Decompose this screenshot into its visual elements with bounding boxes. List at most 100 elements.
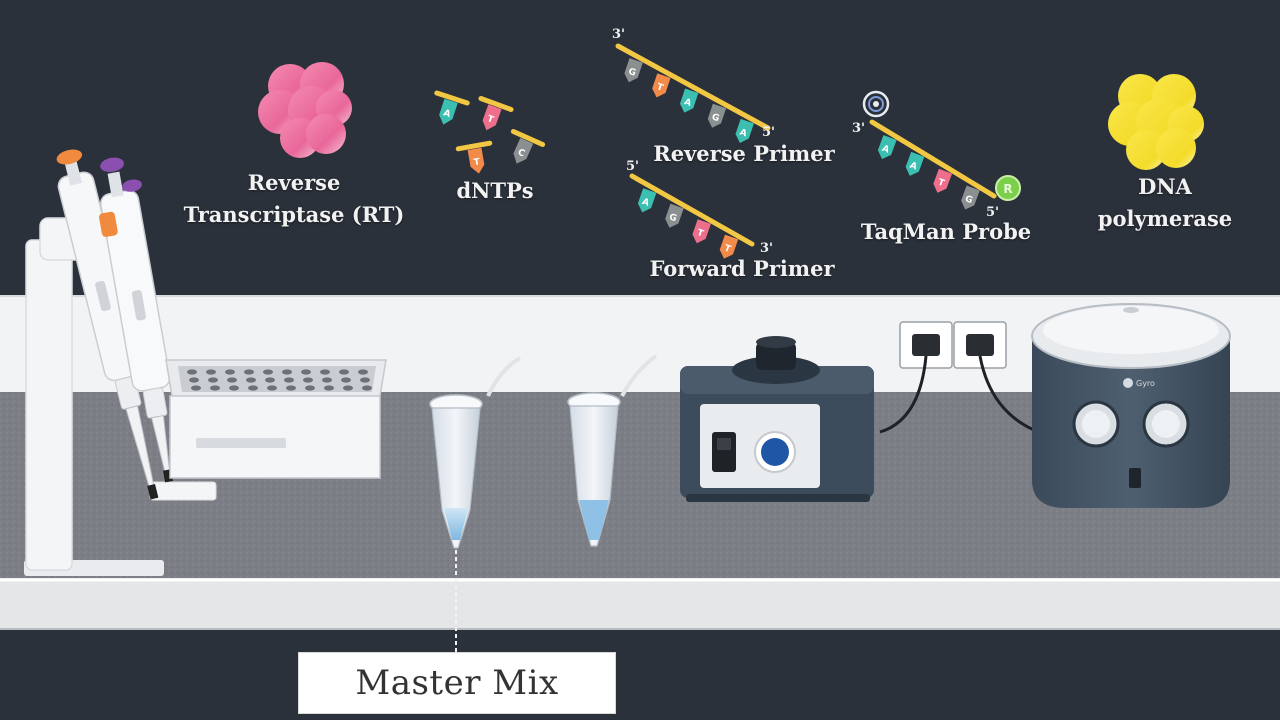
tip-hole	[267, 385, 277, 391]
tip-hole	[246, 377, 256, 383]
tip-hole	[191, 385, 201, 391]
dntp-base-shape	[482, 104, 502, 131]
forward-primer-base-letter: G	[668, 212, 678, 224]
probe-5prime: 5'	[986, 205, 999, 220]
reverse-primer-base: T	[652, 73, 671, 98]
probe-reporter-letter: R	[1003, 182, 1012, 196]
dntp-base-letter: A	[442, 108, 452, 120]
master-mix-tube	[429, 356, 522, 549]
probe-base: T	[933, 168, 953, 193]
forward-primer-base-letter: T	[696, 228, 706, 240]
tip-hole	[208, 377, 218, 383]
reverse-primer-base-shape	[707, 103, 727, 128]
probe-base-letter: A	[908, 161, 918, 173]
tip-hole	[301, 369, 311, 375]
dntp-base-letter: T	[473, 157, 482, 168]
tip-hole	[248, 385, 258, 391]
dntp-nucleotide: A	[434, 90, 470, 125]
dna-polymerase-label-line1: DNA	[1138, 174, 1192, 199]
tip-box-holes	[187, 369, 372, 391]
forward-primer-base: A	[637, 188, 657, 213]
tip-hole	[225, 369, 235, 375]
probe-base: A	[877, 135, 897, 160]
reverse-primer-label: Reverse Primer	[653, 141, 835, 166]
forward-primer-backbone	[629, 173, 755, 247]
vortex-mixer	[680, 336, 874, 502]
centrifuge-brand: Gyro	[1136, 379, 1155, 388]
tip-hole	[206, 369, 216, 375]
probe-reporter	[995, 175, 1021, 201]
tip-hole	[358, 369, 368, 375]
forward-primer-base: T	[692, 219, 711, 244]
reverse-transcriptase-blob	[258, 62, 352, 158]
reverse-transcriptase-label-line1: Reverse	[247, 170, 341, 195]
forward-primer-base: G	[665, 203, 684, 228]
reverse-primer-base: G	[707, 103, 727, 128]
tip-hole	[320, 369, 330, 375]
reverse-primer-base-letter: T	[655, 82, 665, 94]
reverse-primer-5prime: 5'	[762, 125, 775, 140]
tip-hole	[284, 377, 294, 383]
reverse-primer-base-shape	[679, 88, 699, 113]
reverse-primer-base: G	[624, 58, 643, 83]
tip-hole	[343, 385, 353, 391]
dntp-base-shape	[439, 98, 458, 125]
probe-base-letter: T	[936, 178, 946, 190]
tip-hole	[360, 377, 370, 383]
tip-hole	[227, 377, 237, 383]
dntp-sugar-bar	[455, 140, 493, 152]
tip-hole	[303, 377, 313, 383]
dntp-base-shape	[513, 137, 534, 164]
reverse-primer-base-letter: G	[627, 67, 637, 79]
reverse-primer-base-shape	[735, 118, 754, 143]
dntps-label: dNTPs	[456, 178, 534, 203]
dntp-base-letter: C	[516, 148, 526, 160]
tip-hole	[322, 377, 332, 383]
bench-edge	[0, 578, 1280, 630]
forward-primer-base-shape	[692, 219, 711, 244]
probe-base: A	[905, 151, 925, 176]
taqman-probe-label: TaqMan Probe	[860, 219, 1032, 244]
probe-base-shape	[933, 168, 953, 193]
tip-hole	[189, 377, 199, 383]
reverse-primer-base-shape	[624, 58, 643, 83]
master-mix-caption-box: Master Mix	[298, 652, 616, 714]
reverse-primer-base-letter: A	[683, 97, 693, 109]
tip-hole	[229, 385, 239, 391]
centrifuge	[1031, 303, 1231, 508]
forward-primer-3prime: 3'	[760, 241, 773, 256]
tip-hole	[324, 385, 334, 391]
master-mix-caption: Master Mix	[355, 663, 559, 703]
tip-hole	[339, 369, 349, 375]
forward-primer-base-letter: T	[723, 244, 733, 256]
forward-primer-base-shape	[637, 188, 657, 213]
tip-hole	[362, 385, 372, 391]
probe-base-shape	[905, 151, 925, 176]
pipette-tip-box	[165, 359, 387, 479]
forward-primer-base-letter: A	[641, 197, 651, 209]
probe-base: G	[961, 185, 980, 210]
reverse-primer-base-letter: G	[710, 112, 720, 124]
tip-hole	[187, 369, 197, 375]
reverse-primer-base: A	[735, 118, 754, 143]
reverse-primer-strand: G T A G A	[615, 43, 771, 143]
reverse-primer-3prime: 3'	[612, 27, 625, 42]
dntp-sugar-bar	[478, 96, 514, 112]
dntp-nucleotide: T	[455, 140, 493, 174]
forward-primer-base: T	[719, 234, 739, 259]
dntp-base-shape	[467, 147, 485, 174]
taqman-probe-strand: AA T G	[869, 119, 997, 210]
probe-base-shape	[961, 185, 980, 210]
tip-hole	[286, 385, 296, 391]
reverse-transcriptase-label: Reverse Transcriptase (RT)	[176, 167, 412, 231]
dntp-sugar-bar	[510, 128, 546, 148]
second-tube	[567, 354, 658, 547]
reverse-primer-base-letter: A	[738, 128, 748, 140]
probe-base-shape	[877, 135, 897, 160]
forward-primer-label: Forward Primer	[649, 256, 835, 281]
tip-hole	[341, 377, 351, 383]
probe-base-letter: G	[963, 194, 973, 206]
